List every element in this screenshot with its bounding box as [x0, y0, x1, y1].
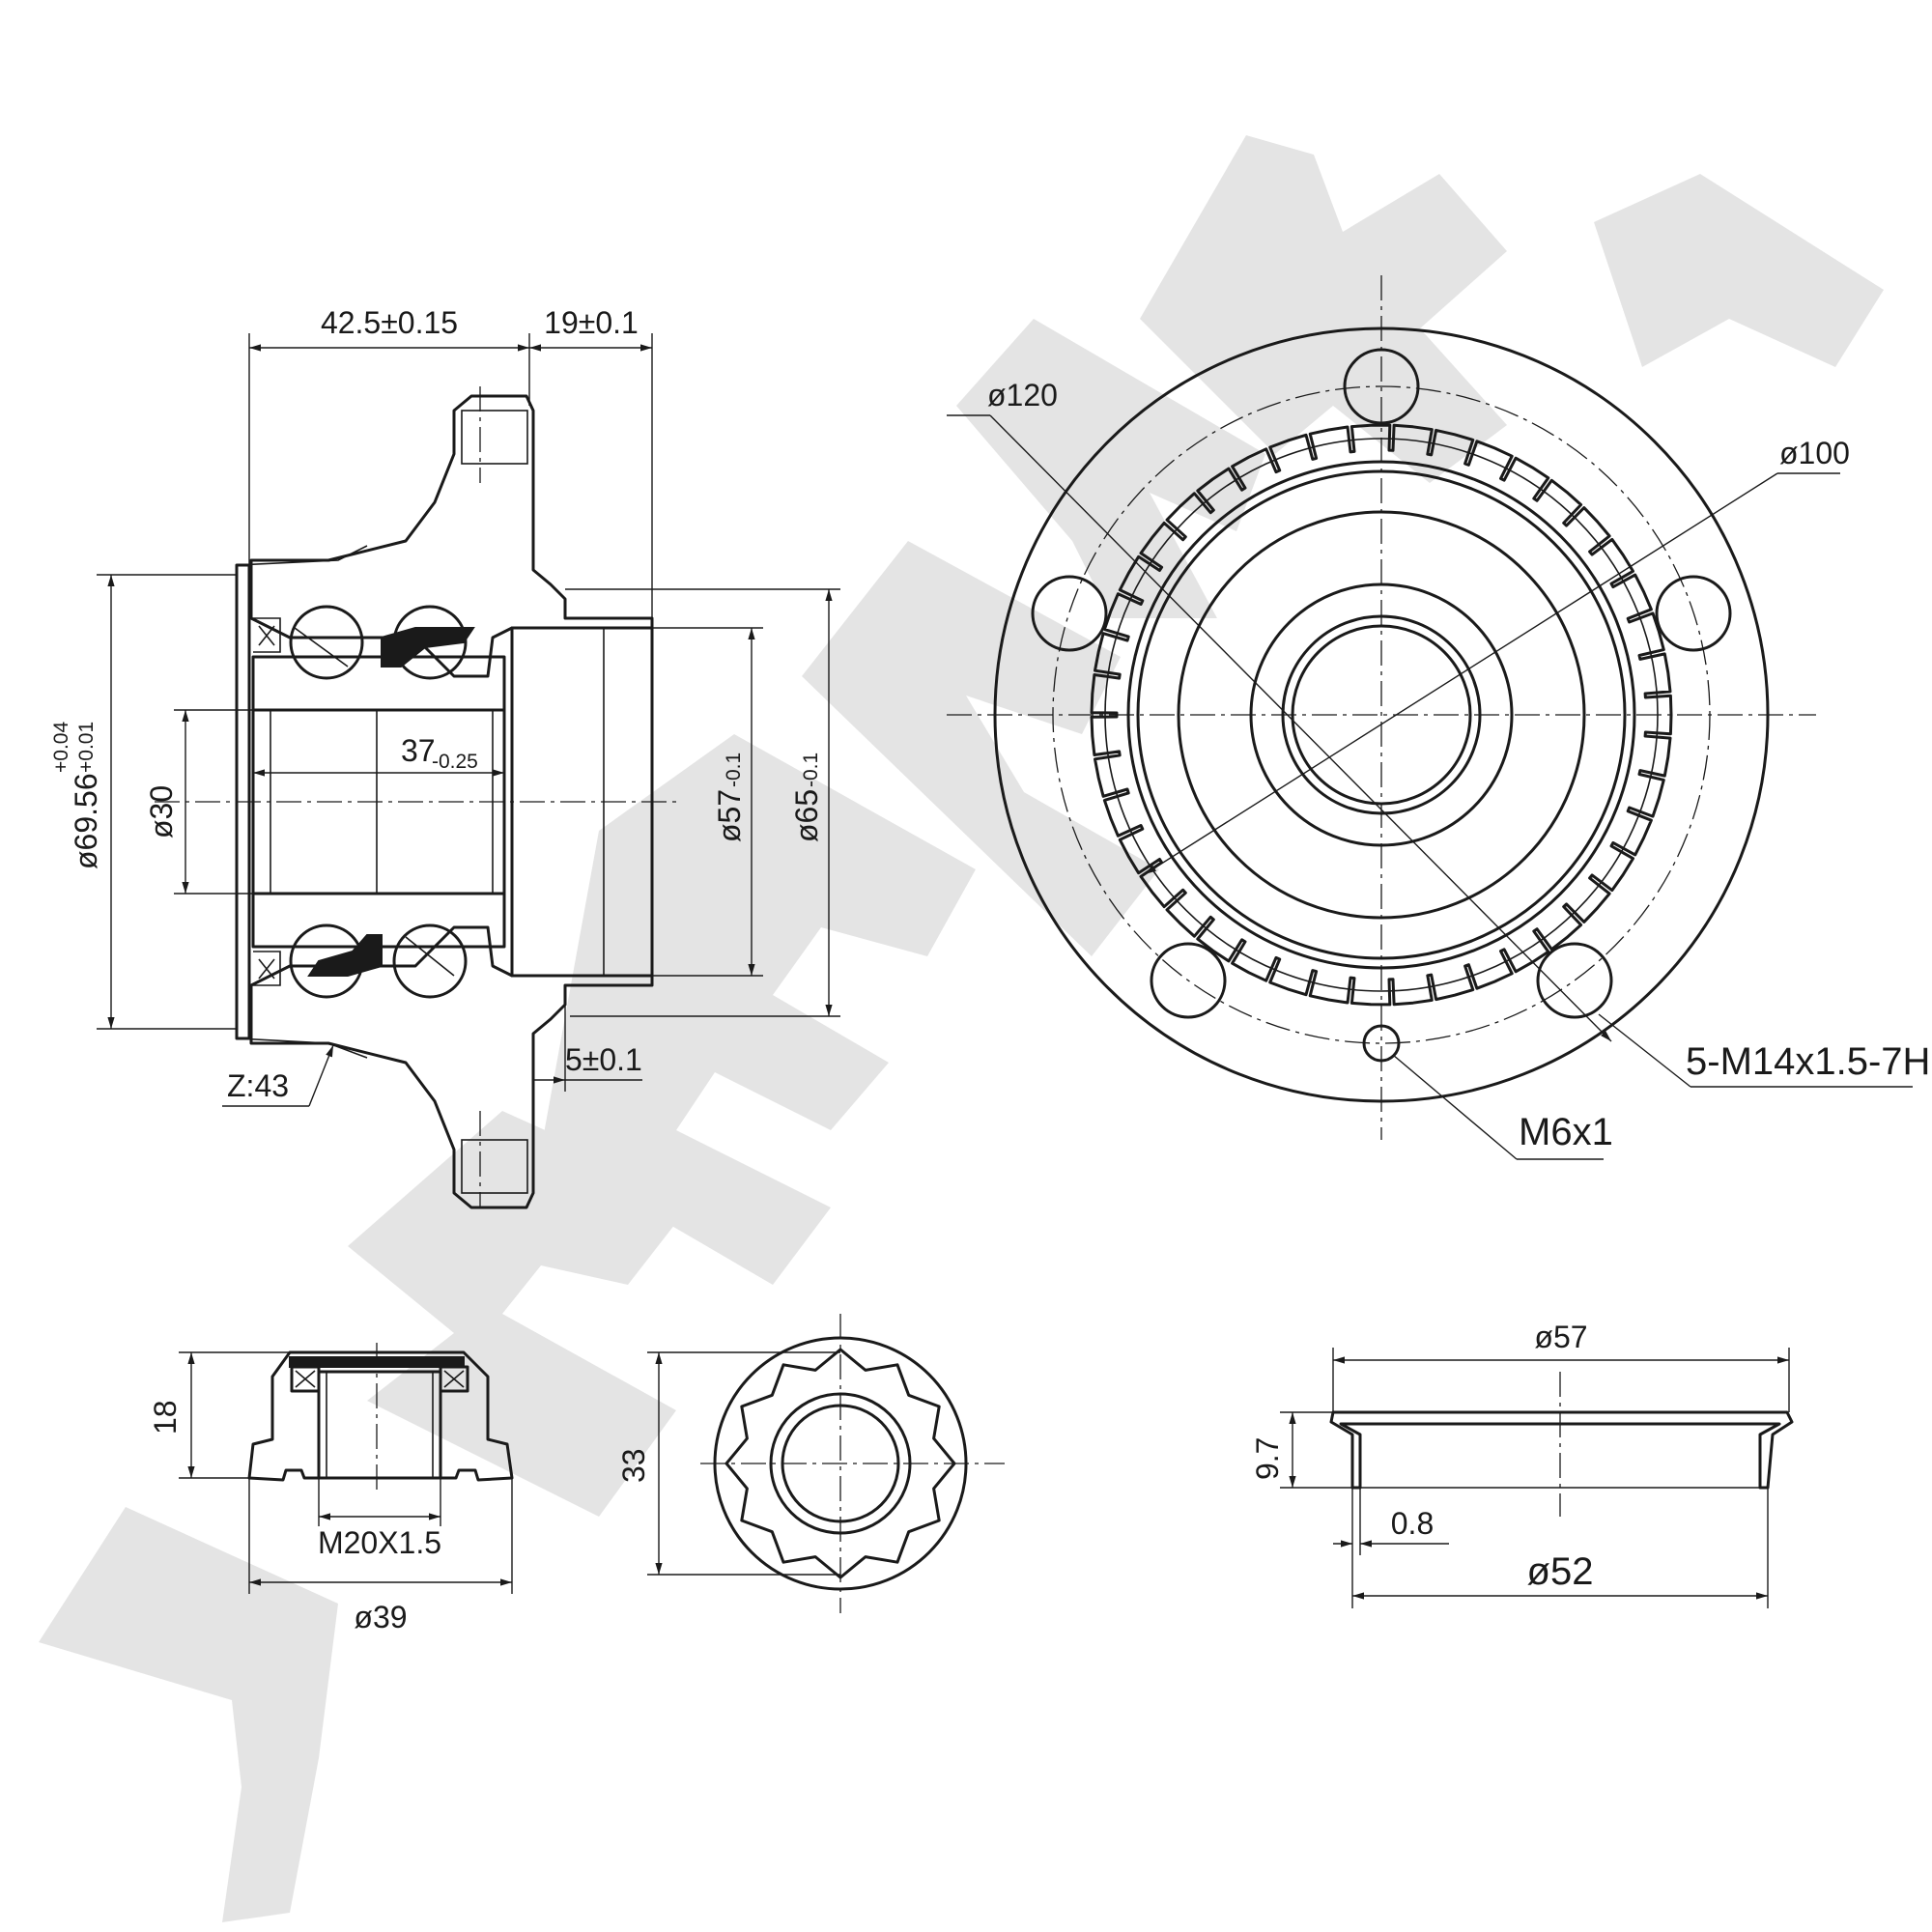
stud-hole — [1031, 575, 1108, 652]
screw-hole — [1362, 1024, 1401, 1063]
dim-nut-across-flats-label: 33 — [616, 1448, 651, 1483]
dim-inner-bore-label: ø30 — [144, 785, 179, 838]
teeth-callout: Z:43 — [222, 1044, 334, 1107]
nut-body — [247, 1350, 514, 1482]
dim-offset-label: 5±0.1 — [565, 1042, 642, 1077]
pcd-circle — [1052, 385, 1711, 1044]
dim-bore-outer-label: ø69.56 — [69, 773, 103, 869]
cage-lower — [307, 934, 383, 977]
dim-width-left: 42.5±0.15 — [248, 305, 530, 565]
dim-width-left-label: 42.5±0.15 — [321, 305, 458, 340]
hub-section-view: 42.5±0.15 19±0.1 ø69.56 +0.04 +0.01 ø30 … — [50, 305, 840, 1209]
stud-holes — [1031, 348, 1732, 1019]
nut-star-outline — [724, 1348, 956, 1579]
dim-pilot-inner-label: ø57 — [712, 789, 747, 842]
dim-bearing-width-label: 37 — [401, 733, 436, 768]
dim-width-right-label: 19±0.1 — [544, 305, 639, 340]
dim-nut-thread: M20X1.5 — [318, 1478, 441, 1560]
dim-pilot-outer-label: ø65 — [789, 789, 824, 842]
dim-cap-inner-label: ø52 — [1527, 1550, 1594, 1593]
hub-body-upper — [249, 394, 654, 678]
cap-profile — [1329, 1410, 1794, 1490]
hub-body-lower — [249, 925, 654, 1209]
tone-ring — [1090, 423, 1673, 1007]
tone-ring-teeth — [1090, 423, 1673, 1007]
dim-nut-diameter-label: ø39 — [354, 1600, 407, 1634]
flange-outer — [993, 327, 1770, 1103]
stud-hole — [1536, 942, 1613, 1019]
dim-cap-wall-label: 0.8 — [1391, 1506, 1434, 1541]
ball-upper-left — [289, 605, 364, 680]
dim-bearing-width-tol: -0.25 — [432, 751, 478, 773]
dim-bearing-width: 37 -0.25 — [253, 733, 504, 777]
nut-serrations — [724, 1348, 956, 1579]
dim-width-right: 19±0.1 — [529, 305, 653, 618]
stud-hole — [1343, 348, 1420, 425]
dim-nut-thread-label: M20X1.5 — [318, 1525, 441, 1560]
dim-bore-outer: ø69.56 +0.04 +0.01 — [50, 574, 237, 1030]
nut-front-view: 33 — [616, 1314, 1005, 1613]
seal-lower — [253, 951, 281, 986]
stud-hole — [1655, 575, 1732, 652]
dim-pilot-outer-tol: -0.1 — [800, 753, 822, 787]
seal-upper — [253, 617, 281, 653]
dim-cap-wall: 0.8 — [1333, 1488, 1449, 1555]
dim-center-ring-label: ø100 — [1779, 436, 1850, 470]
dim-cap-inner: ø52 — [1351, 1488, 1769, 1608]
dim-offset: 5±0.1 — [533, 1005, 642, 1092]
dim-nut-across-flats: 33 — [616, 1351, 840, 1576]
stud-hole — [1150, 942, 1227, 1019]
watermark-logo — [39, 135, 1884, 1922]
dim-cap-height-label: 9.7 — [1250, 1437, 1285, 1480]
cap-section-view: ø57 9.7 0.8 ø52 — [1250, 1320, 1794, 1608]
nut-section-view: 18 M20X1.5 ø39 — [148, 1343, 514, 1634]
dim-pilot-outer: ø65 -0.1 — [565, 588, 840, 1017]
tone-ring-inner-edge — [1104, 438, 1659, 992]
hub-front-view: ø120 ø100 5-M14x1.5-7H M6x1 — [947, 275, 1930, 1160]
teeth-label: Z:43 — [227, 1068, 289, 1103]
dim-cap-outer-label: ø57 — [1534, 1320, 1587, 1354]
dim-pilot-inner-tol: -0.1 — [723, 753, 745, 787]
dim-cap-outer: ø57 — [1332, 1320, 1790, 1412]
inner-ring-upper — [251, 655, 506, 712]
dim-nut-diameter: ø39 — [248, 1478, 513, 1634]
dim-cap-height: 9.7 — [1250, 1411, 1352, 1489]
dim-bore-outer-tol-upper: +0.04 — [50, 722, 72, 773]
dim-bore-outer-tol-lower: +0.01 — [75, 722, 98, 773]
ball-lower-right — [392, 923, 468, 999]
dim-pilot-inner: ø57 -0.1 — [652, 627, 763, 977]
dim-pcd-label: ø120 — [987, 378, 1058, 412]
dim-nut-height: 18 — [148, 1351, 290, 1479]
dim-nut-height-label: 18 — [148, 1400, 183, 1435]
screw-spec-label: M6x1 — [1519, 1111, 1613, 1153]
cage-upper — [381, 627, 475, 668]
dim-inner-bore: ø30 — [144, 709, 253, 895]
stud-spec-label: 5-M14x1.5-7H — [1686, 1040, 1930, 1083]
